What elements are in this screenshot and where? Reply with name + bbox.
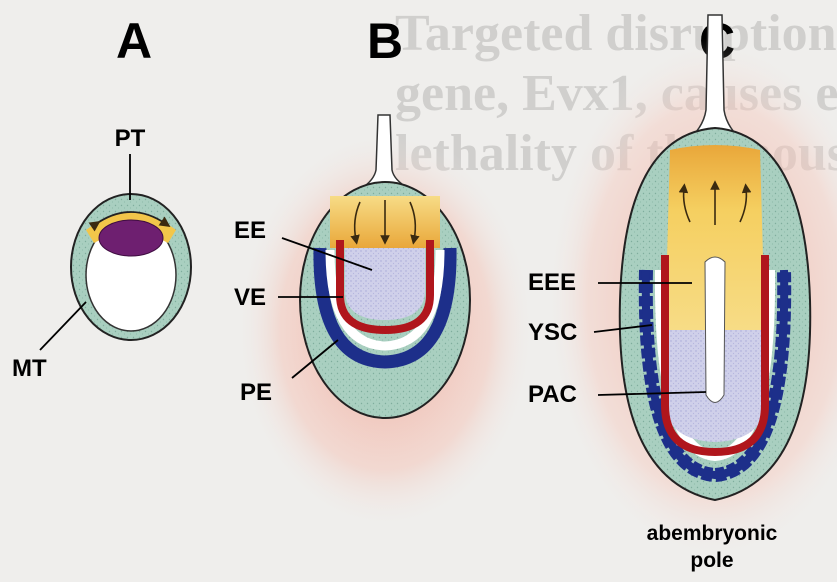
label-ve: VE bbox=[234, 284, 266, 311]
label-eee: EEE bbox=[528, 269, 576, 296]
caption-abembryonic: abembryonic bbox=[647, 522, 778, 545]
panel-a-letter: A bbox=[116, 13, 152, 69]
blastocyst-a bbox=[71, 194, 191, 340]
label-pac: PAC bbox=[528, 381, 577, 408]
caption-pole: pole bbox=[690, 549, 733, 572]
label-ee: EE bbox=[234, 217, 266, 244]
panel-b-letter: B bbox=[367, 13, 403, 69]
label-pt: PT bbox=[115, 125, 146, 152]
label-mt: MT bbox=[12, 355, 47, 382]
panel-a: A PT MT bbox=[12, 13, 191, 382]
label-pe: PE bbox=[240, 379, 272, 406]
leader-mt bbox=[40, 302, 86, 350]
label-ysc: YSC bbox=[528, 319, 577, 346]
